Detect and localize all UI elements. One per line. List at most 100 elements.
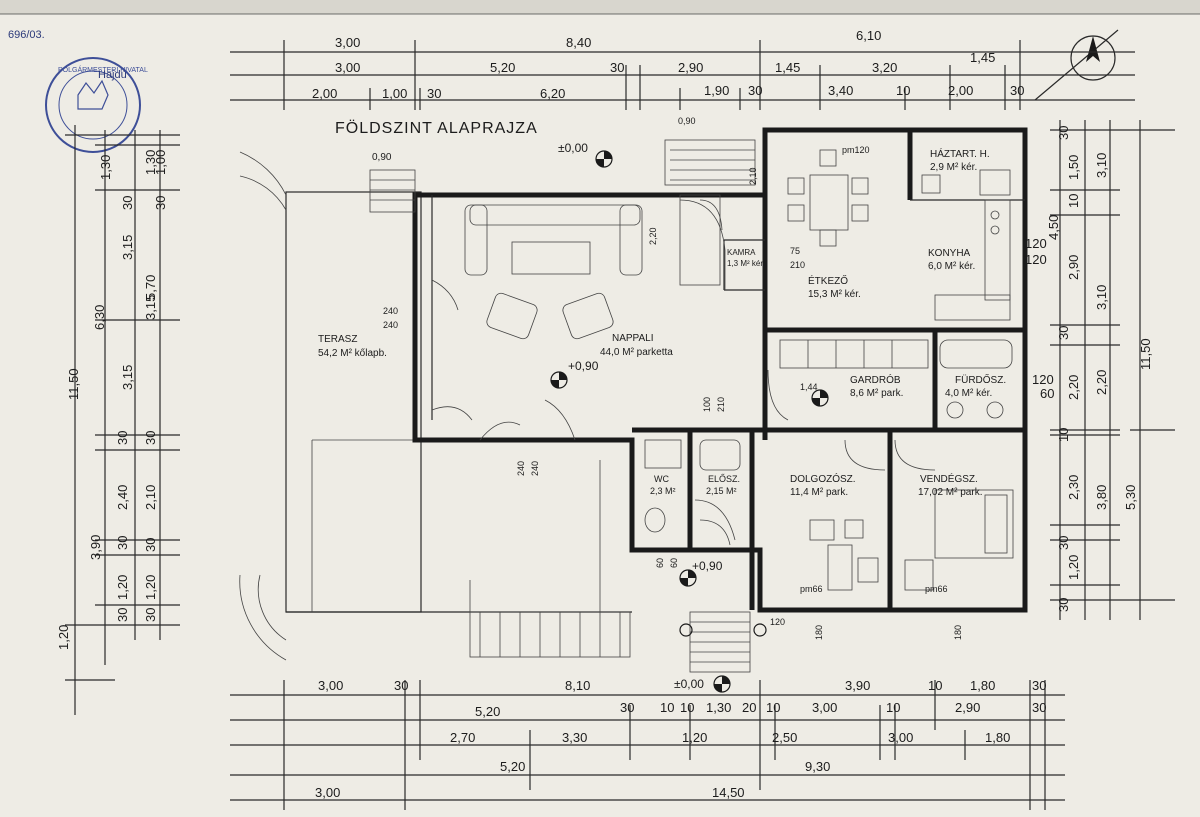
right-mid-dim-3: 3,10 — [1094, 285, 1109, 310]
left-mid-dim-6: 3,15 — [120, 365, 135, 390]
top-row3-dim-5: 1,90 — [704, 83, 729, 98]
level-living: +0,90 — [568, 359, 599, 373]
right-inner-dim-7: 10 — [1056, 428, 1071, 442]
file-note: 696/03. — [8, 29, 45, 41]
note-60-b: 60 — [669, 558, 679, 568]
kitchen-counter-icon — [921, 169, 1011, 321]
paper-top-edge — [0, 0, 1200, 14]
room-wc: WC 2,3 M² — [650, 474, 676, 496]
bottom-row2-dim-1: 5,20 — [475, 704, 500, 719]
room-area: 8,6 M² park. — [850, 388, 903, 399]
left-inner-dim-1: 30 — [143, 608, 158, 622]
bottom-row3-dim-4: 2,50 — [772, 730, 797, 745]
left-mid-dim-9: 1,30 — [98, 155, 113, 180]
room-area: 6,0 M² kér. — [928, 261, 975, 272]
stamp-signature: Hajdú — [98, 69, 127, 81]
note-pm66-a: pm66 — [800, 584, 823, 594]
bottom-row4-dim-1: 5,20 — [500, 759, 525, 774]
armchairs-icon — [486, 292, 614, 340]
note-240-d: 240 — [530, 461, 540, 476]
left-inner-dim-2: 1,20 — [143, 575, 158, 600]
bottom-row2-dim-2: 30 — [620, 700, 634, 715]
terrace-steps-icon — [239, 151, 631, 661]
bottom-row2-dim-7: 10 — [766, 700, 780, 715]
room-vendeg: VENDÉGSZ. 17,02 M² park. — [918, 472, 982, 498]
right-inner-dim-8: 2,30 — [1066, 475, 1081, 500]
right-inner-dim-4: 2,90 — [1066, 255, 1081, 280]
top-dimensions: 3,00 8,40 6,10 3,00 5,20 30 2,90 1,45 3,… — [230, 28, 1135, 110]
left-inner-dim-6: 3,15 — [143, 295, 158, 320]
room-nappali: NAPPALI 44,0 M² parketta — [600, 333, 673, 358]
room-name: KAMRA — [727, 248, 756, 257]
note-180-a: 180 — [814, 625, 824, 640]
note-210-b: 210 — [790, 260, 805, 270]
right-extra-3: 120 — [1032, 372, 1054, 387]
bottom-row1-dim-6: 1,80 — [970, 678, 995, 693]
level-top-note: 0,90 — [372, 152, 392, 163]
bed-icon — [904, 489, 1014, 591]
right-inner-dim-9: 30 — [1056, 536, 1071, 550]
official-stamp: POLGÁRMESTERI HIVATAL Hajdú — [45, 57, 148, 153]
bottom-row1-dim-7: 30 — [1032, 678, 1046, 693]
room-haztart: HÁZTART. H. 2,9 M² kér. — [930, 147, 990, 173]
level-entrance: ±0,00 — [674, 677, 704, 691]
desk-icon — [809, 519, 879, 591]
bottom-row1-dim-1: 3,00 — [318, 678, 343, 693]
top-row2-dim-7: 1,45 — [970, 50, 995, 65]
room-dolgozo: DOLGOZÓSZ. 11,4 M² park. — [790, 472, 856, 498]
top-row3-dim-8: 10 — [896, 83, 910, 98]
right-mid-dim-2: 4,50 — [1046, 215, 1061, 240]
top-row3-dim-6: 30 — [748, 83, 762, 98]
bottom-row3-dim-3: 1,20 — [682, 730, 707, 745]
small-annotations: pm120 pm66 pm66 240 240 240 240 100 210 … — [383, 116, 963, 640]
note-144: 1,44 — [800, 382, 818, 392]
right-mid-dim-4: 2,20 — [1094, 370, 1109, 395]
top-row2-dim-1: 3,00 — [335, 60, 360, 75]
bottom-row1-dim-4: 3,90 — [845, 678, 870, 693]
note-240-c: 240 — [516, 461, 526, 476]
note-pm120: pm120 — [842, 145, 870, 155]
top-row3-dim-1: 2,00 — [312, 86, 337, 101]
right-inner-dim-5: 30 — [1056, 326, 1071, 340]
bathtub-icon — [939, 339, 1013, 419]
room-name: ÉTKEZŐ — [808, 273, 848, 287]
top-row3-dim-2: 1,00 — [382, 86, 407, 101]
right-inner-dim-11: 30 — [1056, 598, 1071, 612]
bottom-row1-dim-2: 30 — [394, 678, 408, 693]
door-swings — [431, 279, 936, 546]
bottom-row2-dim-8: 3,00 — [812, 700, 837, 715]
room-name: DOLGOZÓSZ. — [790, 472, 856, 485]
right-inner-dim-10: 1,20 — [1066, 555, 1081, 580]
staircase-icon — [664, 139, 756, 290]
left-mid-dim-4: 2,40 — [115, 485, 130, 510]
room-eloter: ELŐSZ. 2,15 M² — [706, 474, 740, 496]
room-area: 17,02 M² park. — [918, 487, 982, 498]
note-220: 2,20 — [648, 227, 658, 245]
room-name: VENDÉGSZ. — [920, 472, 978, 485]
left-dimensions: 1,20 3,90 11,50 30 1,20 30 2,40 30 3,15 … — [56, 125, 180, 715]
terrace-outline — [285, 191, 422, 613]
room-konyha: KONYHA 6,0 M² kér. — [928, 248, 975, 272]
room-name: TERASZ — [318, 334, 357, 345]
room-area: 4,0 M² kér. — [945, 388, 992, 399]
stamp-text: POLGÁRMESTERI HIVATAL — [58, 65, 148, 74]
note-180-b: 180 — [953, 625, 963, 640]
bottom-dimensions: 3,00 30 8,10 3,90 10 1,80 30 5,20 30 10 … — [230, 678, 1065, 810]
note-210-c: 2,10 — [748, 167, 758, 185]
room-gardrob: GARDRÓB 8,6 M² park. — [850, 373, 903, 399]
room-name: HÁZTART. H. — [930, 147, 990, 160]
note-75: 75 — [790, 246, 800, 256]
right-extra-4: 60 — [1040, 386, 1054, 401]
plan-title: FÖLDSZINT ALAPRAJZA — [335, 119, 538, 137]
top-row3-dim-3: 30 — [427, 86, 441, 101]
note-60-a: 60 — [655, 558, 665, 568]
room-etkezo: ÉTKEZŐ 15,3 M² kér. — [808, 273, 861, 300]
level-terrace: ±0,00 — [558, 141, 588, 155]
room-name: GARDRÓB — [850, 373, 901, 386]
room-area: 54,2 M² kőlapb. — [318, 348, 387, 359]
wardrobe-icon — [779, 339, 929, 369]
room-furdo: FÜRDŐSZ. 4,0 M² kér. — [945, 372, 1006, 399]
room-area: 2,15 M² — [706, 486, 737, 496]
left-outer-dim-2: 3,90 — [88, 535, 103, 560]
left-mid-dim-5: 30 — [115, 431, 130, 445]
